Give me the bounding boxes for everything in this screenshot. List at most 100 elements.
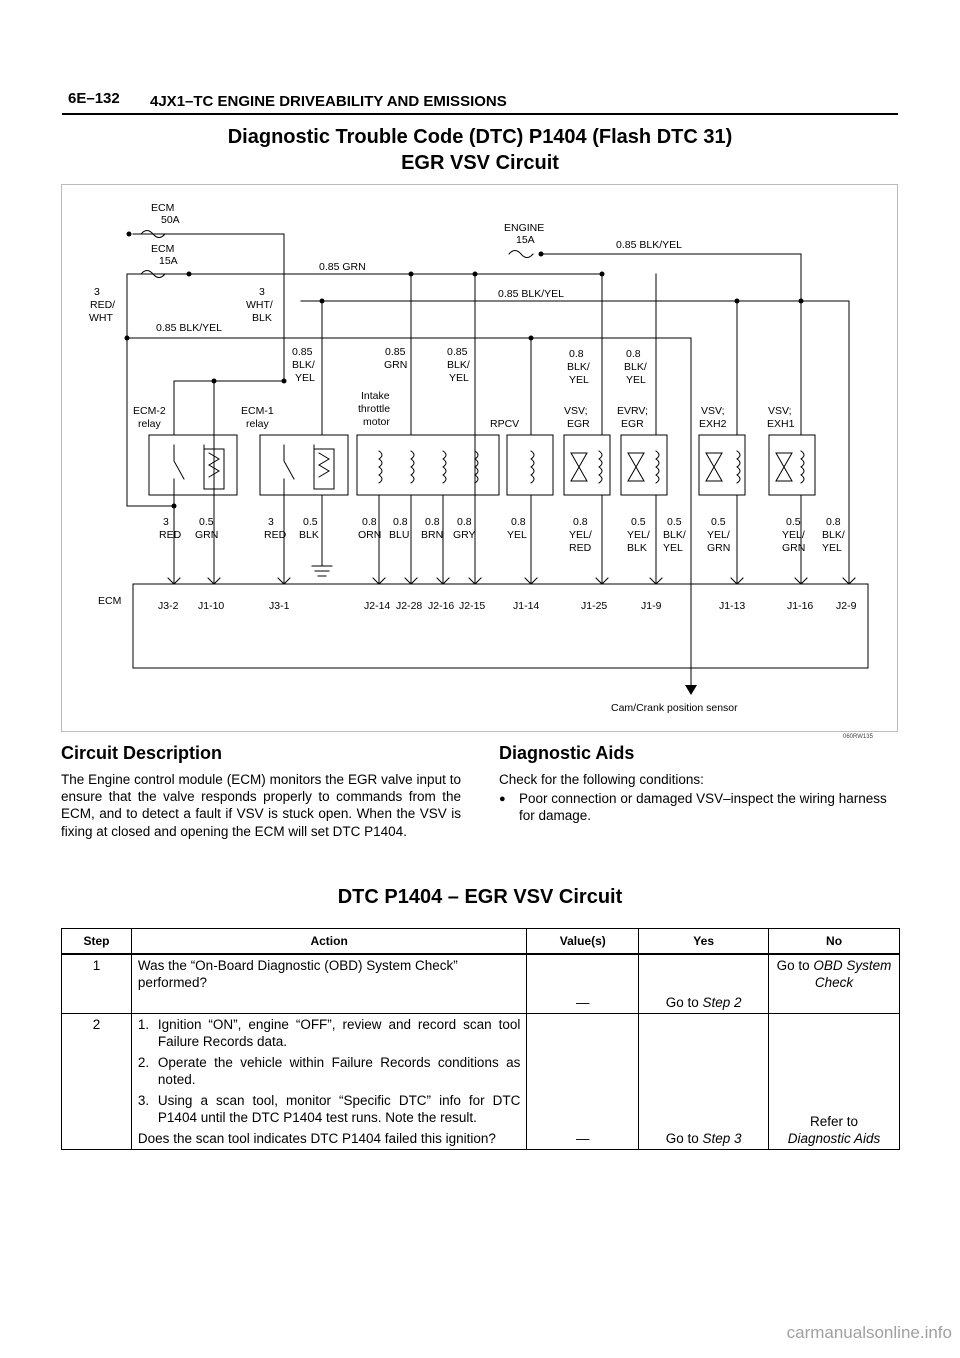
drop-label-3c: YEL [449,372,469,384]
bottom-wire-label: GRY [453,529,476,541]
ecm2-relay-type: relay [138,418,162,430]
diagnostic-aids-bullet: ● Poor connection or damaged VSV–inspect… [499,790,899,824]
table-row: 2 1.Ignition “ON”, engine “OFF”, review … [61,1013,900,1150]
figure-ref-code: 060RW135 [843,734,873,740]
wire-label-blk-yel-left: 0.85 BLK/YEL [156,322,222,334]
bottom-wire-label: 0.5 [667,516,682,528]
vsv-egr-2: EGR [567,418,590,430]
evrv-egr-2: EGR [621,418,644,430]
ecm-pin-label: J1-16 [787,600,813,612]
drop-label-3b: BLK/ [447,359,470,371]
bottom-wire-label: YEL/ [782,529,805,541]
bottom-wire-label: RED [569,542,592,554]
page-number: 6E–132 [68,90,120,107]
step-number: 1 [61,953,132,1014]
drop-label-2b: GRN [384,359,407,371]
col-header-no: No [768,928,900,955]
bottom-wire-label: BLK/ [822,529,845,541]
bottom-wire-label: RED [264,529,287,541]
drop-label-3a: 0.85 [447,346,468,358]
bottom-wire-label: BLU [389,529,409,541]
bottom-wire-label: BLK [627,542,647,554]
wire-label-wht-blk-2: WHT/ [246,299,273,311]
step-number: 2 [61,1013,132,1150]
vsv-exh2-2: EXH2 [699,418,727,430]
ecm-label: ECM [98,595,121,607]
diagnostic-aids-heading: Diagnostic Aids [499,743,635,763]
dtc-table-title: DTC P1404 – EGR VSV Circuit [337,886,623,908]
bottom-wire-label: YEL [822,542,842,554]
ecm-pin-label: J3-1 [269,600,290,612]
col-header-yes: Yes [638,928,770,955]
yes-link[interactable]: Step 3 [702,1131,742,1146]
bottom-wire-label: RED [159,529,182,541]
no-link[interactable]: Diagnostic Aids [787,1131,881,1146]
manual-title: 4JX1–TC ENGINE DRIVEABILITY AND EMISSION… [150,93,507,110]
bottom-wire-label: 0.8 [511,516,526,528]
fuse-ecm15-rating: 15A [159,255,178,267]
bottom-wire-labels: 3RED0.5GRN3RED0.5BLK0.8ORN0.8BLU0.8BRN0.… [159,516,845,554]
page-subtitle: EGR VSV Circuit [401,152,559,174]
bottom-wire-label: 0.8 [393,516,408,528]
dtc-steps-table: Step Action Value(s) Yes No 1 Was the “O… [61,928,900,1150]
drop-label-5b: BLK/ [624,361,647,373]
diagnostic-aids-bullet-text: Poor connection or damaged VSV–inspect t… [519,791,887,823]
bottom-wire-label: 0.5 [303,516,318,528]
ecm-pin-label: J1-9 [641,600,662,612]
step-action: 1.Ignition “ON”, engine “OFF”, review an… [130,1013,528,1150]
intake-motor-2: throttle [358,403,390,415]
bottom-wire-label: 0.5 [711,516,726,528]
bottom-wire-label: YEL [507,529,527,541]
bottom-wire-label: BLK/ [663,529,686,541]
drop-label-1c: YEL [295,372,315,384]
wire-label-grn: 0.85 GRN [319,261,366,273]
sensor-label: Cam/Crank position sensor [611,702,738,714]
vsv-exh1-2: EXH1 [767,418,795,430]
bottom-wire-label: 0.8 [457,516,472,528]
no-prefix: Refer to [810,1114,859,1129]
bottom-wire-label: YEL [663,542,683,554]
table-header-row: Step Action Value(s) Yes No [61,928,900,955]
step-no: Refer to Diagnostic Aids [768,1013,900,1150]
page-title: Diagnostic Trouble Code (DTC) P1404 (Fla… [227,126,733,148]
yes-link[interactable]: Step 2 [702,995,742,1010]
bottom-wire-label: GRN [707,542,730,554]
ecm-pin-label: J1-13 [719,600,745,612]
bottom-wire-label: 0.8 [425,516,440,528]
bottom-wire-label: ORN [358,529,381,541]
intake-motor-3: motor [363,416,390,428]
no-link[interactable]: OBD System Check [813,958,892,990]
ecm-pin-label: J1-10 [198,600,224,612]
ecm-pin-label: J2-9 [836,600,857,612]
ecm1-relay-type: relay [246,418,270,430]
bottom-wire-label: 0.8 [362,516,377,528]
ecm-pin-label: J1-25 [581,600,607,612]
step-action: Was the “On-Board Diagnostic (OBD) Syste… [130,953,528,1014]
intake-motor-1: Intake [361,390,390,402]
fuse-ecm50-rating: 50A [161,214,180,226]
bottom-wire-label: 0.8 [573,516,588,528]
fuse-engine-rating: 15A [516,234,535,246]
bottom-wire-label: GRN [195,529,218,541]
wire-label-blk-yel-bus: 0.85 BLK/YEL [498,288,564,300]
bottom-wire-label: 3 [268,516,274,528]
bottom-wire-label: YEL/ [569,529,592,541]
rpcv-label: RPCV [490,418,519,430]
step-no: Go to OBD System Check [768,953,900,1014]
bottom-wire-label: 3 [163,516,169,528]
watermark: carmanualsonline.info [786,1323,952,1342]
bottom-wire-label: 0.5 [786,516,801,528]
bottom-wire-label: GRN [782,542,805,554]
ecm-pin-label: J2-16 [428,600,454,612]
step-yes: Go to Step 3 [638,1013,770,1150]
step-value: — [526,1013,640,1150]
fuse-engine-name: ENGINE [504,222,544,234]
col-header-step: Step [61,928,132,955]
col-header-action: Action [130,928,528,955]
drop-label-5c: YEL [626,374,646,386]
col-header-values: Value(s) [526,928,640,955]
drop-label-1b: BLK/ [292,359,315,371]
table-row: 1 Was the “On-Board Diagnostic (OBD) Sys… [61,953,900,1014]
action-item: 3.Using a scan tool, monitor “Specific D… [137,1093,521,1125]
